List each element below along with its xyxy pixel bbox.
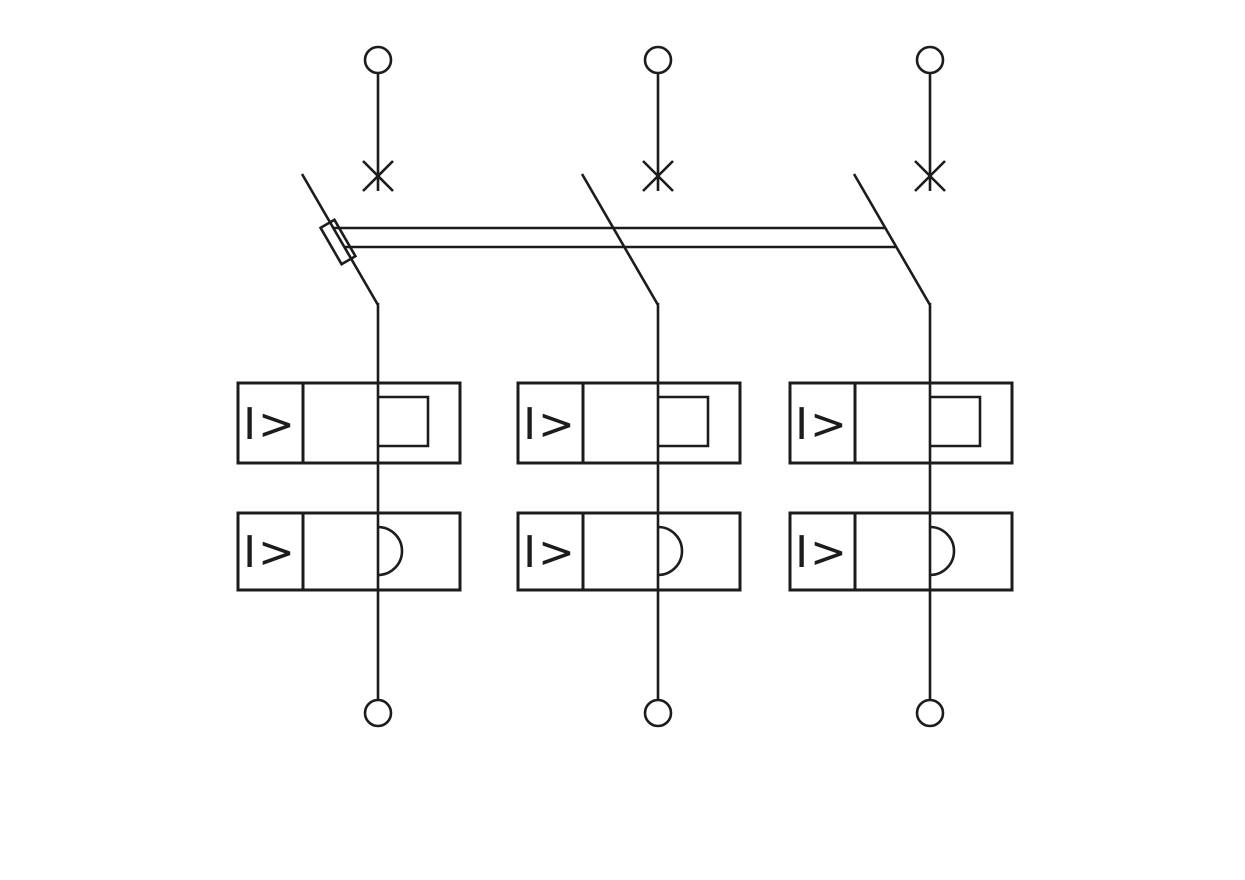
release-detour-rect [930,395,982,448]
overcurrent-label: I> [523,399,577,450]
release-detour-arc [929,525,956,577]
release-detour-rect [658,395,710,448]
pole-2: I> I> [516,45,742,728]
overcurrent-release-bottom-box [516,511,742,592]
overcurrent-release-top-box [788,381,1014,465]
top-terminal [363,45,393,75]
bottom-terminal [643,698,673,728]
bottom-terminal [363,698,393,728]
bottom-terminal [915,698,945,728]
coupling-linkage [318,218,896,266]
release-detour-arc [377,525,404,577]
overcurrent-label: I> [243,527,297,578]
top-terminal [643,45,673,75]
switch-blade [852,173,932,306]
contact-cross-icon [642,160,674,192]
overcurrent-release-bottom-box [788,511,1014,592]
release-detour-rect [378,395,430,448]
overcurrent-release-bottom-box [236,511,462,592]
contact-cross-icon [914,160,946,192]
switch-blade [580,173,660,306]
release-detour-arc [657,525,684,577]
overcurrent-label: I> [795,399,849,450]
contact-cross-icon [362,160,394,192]
drive-handle [318,218,358,266]
overcurrent-label: I> [523,527,577,578]
pole-3: I> I> [788,45,1014,728]
overcurrent-release-top-box [516,381,742,465]
overcurrent-label: I> [243,399,297,450]
top-terminal [915,45,945,75]
pole-1: I> I> [236,45,462,728]
switch-blade [300,173,380,306]
overcurrent-label: I> [795,527,849,578]
overcurrent-release-top-box [236,381,462,465]
